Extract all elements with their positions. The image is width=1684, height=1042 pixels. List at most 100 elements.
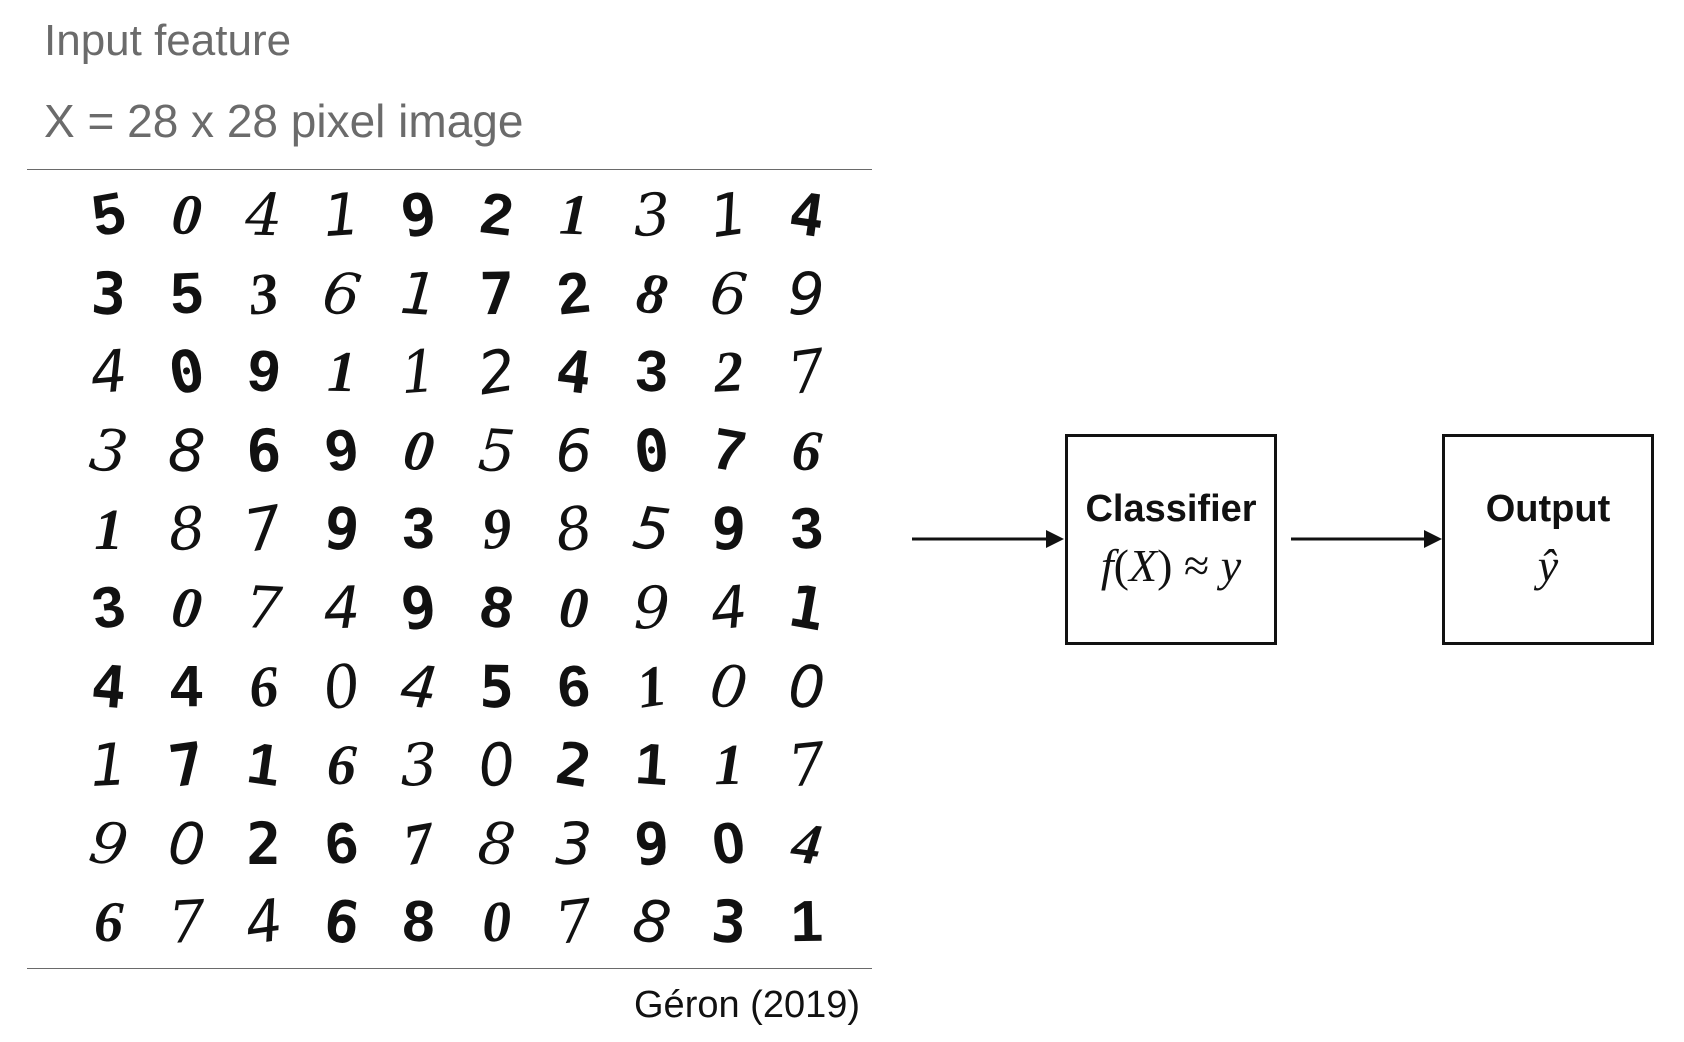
formula-left-paren: ( [1113,539,1129,591]
digit-cell: 8 [627,886,675,960]
formula-target-var: y [1220,539,1242,591]
formula-right-paren: ) [1157,539,1173,591]
digit-cell: 0 [168,180,205,249]
classifier-box: Classifier f(X) ≈ y [1065,434,1277,645]
input-dimensions-heading: X = 28 x 28 pixel image [44,95,524,147]
digit-cell: 3 [399,730,439,801]
digit-cell: 4 [552,336,596,409]
digit-cell: 4 [784,179,829,252]
digit-cell: 0 [473,729,519,802]
digit-cell: 7 [478,259,515,329]
digit-cell: 3 [245,259,283,328]
digit-cell: 6 [317,257,365,331]
digit-cell: 2 [246,810,282,879]
digit-cell: 7 [784,729,829,802]
digit-cell: 8 [631,258,672,328]
digit-cell: 6 [707,258,751,330]
digit-cell: 1 [326,339,357,405]
arrow-classifier-to-output [1291,530,1442,548]
digit-cell: 2 [551,729,597,802]
arrow-input-to-classifier [912,530,1064,548]
digit-cell: 1 [789,889,823,955]
digit-cell: 6 [93,889,125,956]
formula-approx-symbol: ≈ [1172,539,1221,591]
digit-cell: 4 [87,337,131,408]
digit-cell: 8 [400,888,437,956]
digit-cell: 7 [239,492,288,567]
digit-cell: 1 [397,258,440,330]
digit-cell: 6 [555,652,593,720]
digit-cell: 4 [88,651,130,723]
classifier-formula: f(X) ≈ y [1101,539,1241,592]
image-bottom-rule [27,968,872,969]
digit-cell: 3 [85,414,132,488]
digit-cell: 1 [631,652,671,721]
digit-cell: 1 [88,730,129,801]
output-box: Output ŷ [1442,434,1654,645]
digit-cell: 3 [634,338,669,406]
digit-cell: 3 [402,496,436,562]
digit-cell: 2 [554,259,594,328]
digit-cell: 5 [628,493,674,566]
digit-cell: 0 [630,415,673,487]
digit-cell: 3 [708,887,749,958]
digit-cell: 1 [94,496,124,562]
digit-cell: 2 [472,336,520,409]
digit-cell: 8 [475,573,518,643]
digit-cell: 9 [632,573,671,643]
digit-cell: 9 [320,494,363,566]
digit-cell: 7 [243,573,284,644]
digit-cell: 6 [322,809,361,878]
digit-cell: 3 [788,495,825,563]
formula-function: f [1100,539,1114,591]
digit-cell: 3 [89,259,128,329]
output-label: Output [1485,487,1611,530]
digit-cell: 9 [396,178,442,252]
digit-cell: 7 [783,336,830,409]
image-top-rule [27,169,872,170]
digit-cell: 6 [319,886,364,959]
digit-cell: 5 [478,652,515,722]
digit-cell: 0 [163,335,210,410]
digit-cell: 3 [554,809,593,879]
digit-cell: 0 [786,652,826,722]
digit-cell: 6 [554,416,593,486]
digit-cell: 8 [166,416,207,487]
digit-cell: 1 [783,571,830,645]
digit-cell: 1 [705,179,752,252]
image-credit: Géron (2019) [634,984,861,1026]
digit-cell: 9 [244,337,284,406]
digit-cell: 0 [706,650,752,723]
digit-cell: 9 [787,259,825,328]
digit-cell: 0 [557,574,591,642]
digit-cell: 7 [707,415,751,486]
digit-cell: 4 [396,651,441,723]
digit-cell: 2 [712,338,745,406]
input-feature-heading: Input feature [44,16,292,65]
digit-cell: 3 [631,180,672,251]
output-symbol: ŷ [1537,539,1559,591]
digit-cell: 9 [321,416,362,485]
digit-cell: 4 [240,886,287,959]
digit-cell: 4 [170,653,203,719]
digit-cell: 6 [789,416,824,485]
digit-cell: 0 [164,808,208,880]
digit-cell: 9 [397,572,441,645]
digit-cell: 0 [707,808,750,879]
digit-cell: 8 [474,808,519,880]
digit-cell: 6 [245,416,283,486]
classifier-label: Classifier [1085,487,1257,530]
digit-cell: 0 [317,650,366,724]
digit-cell: 1 [558,181,590,248]
digit-cell: 1 [713,732,744,798]
digit-cell: 4 [321,573,361,643]
digit-cell: 9 [631,808,672,880]
digit-cell: 1 [397,337,440,408]
digit-cell: 8 [550,493,598,567]
digit-cell: 8 [164,494,208,566]
digit-cell: 6 [246,652,281,721]
digit-cell: 1 [632,731,670,799]
digit-cell: 9 [479,495,513,563]
digit-cell: 0 [480,889,512,956]
